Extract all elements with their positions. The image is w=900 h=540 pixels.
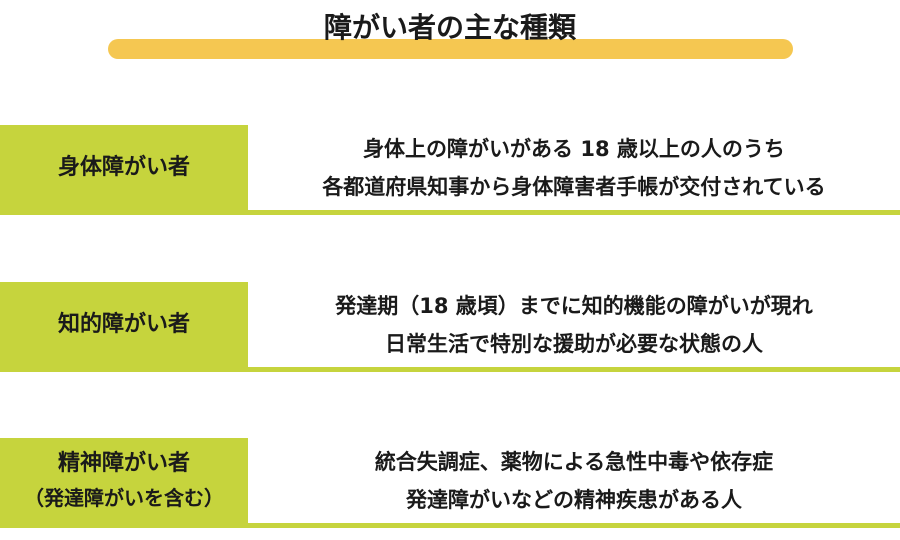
title-highlight-bar <box>108 39 793 59</box>
category-description: 発達期（18 歳頃）までに知的機能の障がいが現れ 日常生活で特別な援助が必要な状… <box>248 282 900 367</box>
description-line: 日常生活で特別な援助が必要な状態の人 <box>385 331 763 356</box>
row-divider <box>0 210 900 215</box>
category-description: 身体上の障がいがある 18 歳以上の人のうち 各都道府県知事から身体障害者手帳が… <box>248 125 900 210</box>
description-line: 各都道府県知事から身体障害者手帳が交付されている <box>322 174 826 199</box>
row-divider <box>0 523 900 528</box>
category-label-text: 知的障がい者 <box>57 311 190 337</box>
category-row-mental: 精神障がい者 （発達障がいを含む） 統合失調症、薬物による急性中毒や依存症 発達… <box>0 438 900 528</box>
category-label-text: 身体障がい者 <box>57 154 190 180</box>
category-label: 知的障がい者 <box>0 282 248 367</box>
description-line: 身体上の障がいがある 18 歳以上の人のうち <box>363 136 785 161</box>
row-divider <box>0 367 900 372</box>
description-line: 統合失調症、薬物による急性中毒や依存症 <box>374 449 774 474</box>
category-row-intellectual: 知的障がい者 発達期（18 歳頃）までに知的機能の障がいが現れ 日常生活で特別な… <box>0 282 900 372</box>
category-label-text: 精神障がい者 <box>57 450 190 476</box>
category-label-subtext: （発達障がいを含む） <box>24 485 224 510</box>
page-title: 障がい者の主な種類 <box>323 11 576 44</box>
category-description: 統合失調症、薬物による急性中毒や依存症 発達障がいなどの精神疾患がある人 <box>248 438 900 523</box>
category-label: 身体障がい者 <box>0 125 248 210</box>
category-label: 精神障がい者 （発達障がいを含む） <box>0 438 248 523</box>
description-line: 発達障がいなどの精神疾患がある人 <box>406 487 742 512</box>
category-row-physical: 身体障がい者 身体上の障がいがある 18 歳以上の人のうち 各都道府県知事から身… <box>0 125 900 215</box>
description-line: 発達期（18 歳頃）までに知的機能の障がいが現れ <box>335 293 813 318</box>
